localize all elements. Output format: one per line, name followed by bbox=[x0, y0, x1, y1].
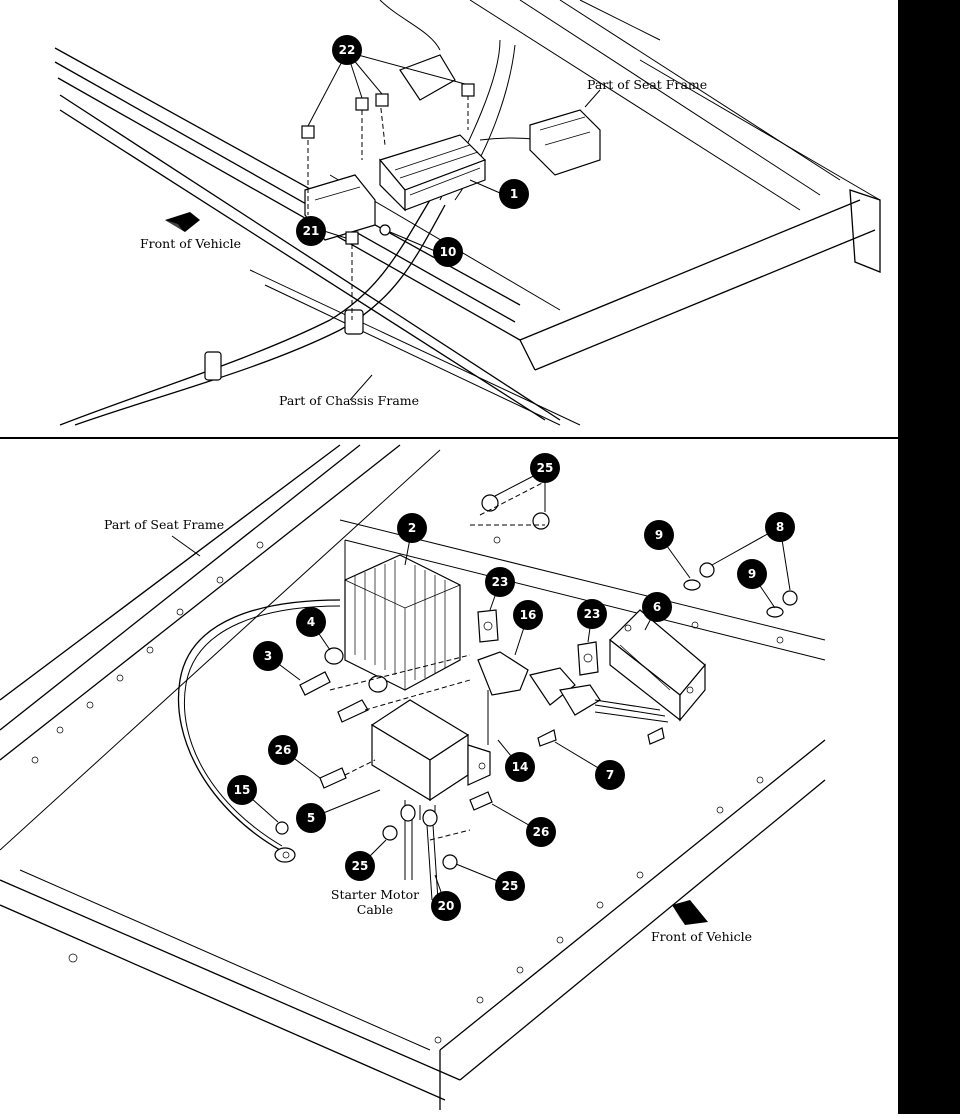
svg-text:26: 26 bbox=[533, 825, 550, 839]
controller-part-6 bbox=[609, 609, 706, 722]
callout-15: 15 bbox=[227, 775, 257, 805]
callout-23: 23 bbox=[577, 599, 607, 629]
callout-7: 7 bbox=[595, 760, 625, 790]
label-seat-frame-bottom: Part of Seat Frame bbox=[104, 517, 224, 532]
connector-block bbox=[304, 54, 601, 241]
panel-divider bbox=[0, 437, 898, 439]
svg-text:25: 25 bbox=[537, 461, 554, 475]
fasteners-bottom bbox=[275, 479, 798, 870]
callout-25: 25 bbox=[345, 851, 375, 881]
svg-text:14: 14 bbox=[512, 760, 529, 774]
callout-23: 23 bbox=[485, 567, 515, 597]
seat-frame-top bbox=[54, 0, 881, 371]
svg-text:16: 16 bbox=[520, 608, 537, 622]
chassis-frame-top bbox=[59, 94, 581, 426]
callout-26: 26 bbox=[268, 735, 298, 765]
callout-4: 4 bbox=[296, 607, 326, 637]
svg-text:9: 9 bbox=[748, 567, 756, 581]
connector-16 bbox=[477, 651, 669, 745]
bottom-panel: Part of Seat Frame Starter Motor Cable F… bbox=[0, 444, 826, 1110]
label-cable: Cable bbox=[357, 902, 393, 917]
label-front-of-vehicle-bottom: Front of Vehicle bbox=[651, 929, 752, 944]
svg-text:23: 23 bbox=[492, 575, 509, 589]
label-front-of-vehicle-top: Front of Vehicle bbox=[140, 236, 241, 251]
svg-text:3: 3 bbox=[264, 649, 272, 663]
svg-text:2: 2 bbox=[408, 521, 416, 535]
label-chassis-frame: Part of Chassis Frame bbox=[279, 393, 419, 408]
side-bar bbox=[898, 0, 960, 1114]
svg-text:10: 10 bbox=[440, 245, 457, 259]
label-seat-frame-top: Part of Seat Frame bbox=[587, 77, 707, 92]
callout-16: 16 bbox=[513, 600, 543, 630]
svg-text:1: 1 bbox=[510, 187, 518, 201]
front-arrow-top-icon bbox=[165, 212, 200, 232]
front-arrow-bottom-icon bbox=[672, 900, 708, 925]
callout-14: 14 bbox=[505, 752, 535, 782]
svg-text:5: 5 bbox=[307, 811, 315, 825]
top-panel: Part of Seat Frame Front of Vehicle Part… bbox=[54, 0, 881, 426]
controller-part-1 bbox=[378, 134, 487, 212]
svg-text:15: 15 bbox=[234, 783, 251, 797]
svg-text:21: 21 bbox=[303, 224, 320, 238]
callout-2: 2 bbox=[397, 513, 427, 543]
svg-text:22: 22 bbox=[339, 43, 356, 57]
svg-text:25: 25 bbox=[502, 879, 519, 893]
regulator-part-2 bbox=[344, 554, 461, 691]
svg-text:26: 26 bbox=[275, 743, 292, 757]
svg-text:9: 9 bbox=[655, 528, 663, 542]
wire-15 bbox=[177, 599, 341, 863]
label-starter-motor: Starter Motor bbox=[331, 887, 419, 902]
callout-6: 6 bbox=[642, 592, 672, 622]
wiring-harness-top bbox=[59, 0, 581, 426]
callout-26: 26 bbox=[526, 817, 556, 847]
svg-text:4: 4 bbox=[307, 615, 315, 629]
callout-22: 22 bbox=[332, 35, 362, 65]
brackets-23 bbox=[477, 609, 599, 676]
cables bbox=[400, 804, 439, 901]
svg-text:8: 8 bbox=[776, 520, 784, 534]
svg-text:23: 23 bbox=[584, 607, 601, 621]
svg-text:7: 7 bbox=[606, 768, 614, 782]
frame-holes bbox=[31, 536, 784, 1044]
callout-1: 1 bbox=[499, 179, 529, 209]
callout-21: 21 bbox=[296, 216, 326, 246]
bolt-21-nut-10 bbox=[345, 224, 391, 320]
callout-8: 8 bbox=[765, 512, 795, 542]
callout-25: 25 bbox=[530, 453, 560, 483]
solenoid-part-5 bbox=[370, 699, 491, 820]
callout-9: 9 bbox=[644, 520, 674, 550]
callout-9: 9 bbox=[737, 559, 767, 589]
svg-text:6: 6 bbox=[653, 600, 661, 614]
svg-text:25: 25 bbox=[352, 859, 369, 873]
seat-frame-bottom bbox=[0, 444, 826, 1110]
callout-3: 3 bbox=[253, 641, 283, 671]
callout-25: 25 bbox=[495, 871, 525, 901]
callout-5: 5 bbox=[296, 803, 326, 833]
callout-20: 20 bbox=[431, 891, 461, 921]
callout-10: 10 bbox=[433, 237, 463, 267]
svg-text:20: 20 bbox=[438, 899, 455, 913]
